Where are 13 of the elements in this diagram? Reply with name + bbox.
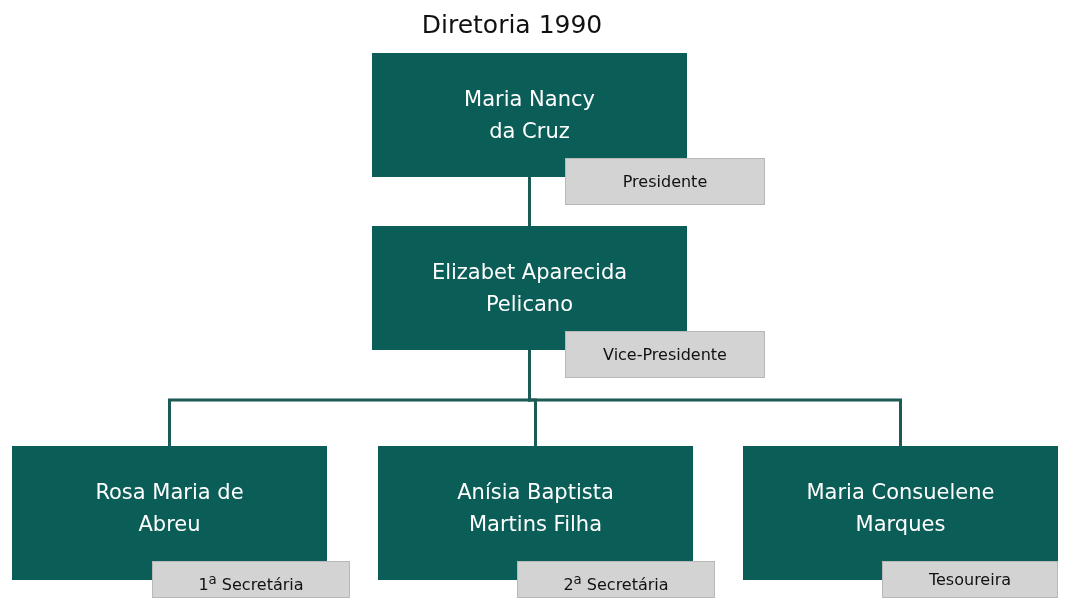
- role-label: 1$^{a}$ Secretária: [152, 561, 350, 598]
- person-name: Anísia Baptista Martins Filha: [456, 479, 615, 538]
- person-name: Maria Consuelene Marques: [805, 479, 996, 538]
- role-label: Tesoureira: [882, 561, 1058, 598]
- person-name: Rosa Maria de Abreu: [94, 479, 245, 538]
- connector-line: [528, 350, 902, 446]
- role-label: Presidente: [565, 158, 765, 205]
- person-name: Maria Nancy da Cruz: [463, 86, 596, 145]
- person-name: Elizabet Aparecida Pelicano: [430, 259, 629, 318]
- connector-line: [528, 177, 531, 226]
- diagram-title: Diretoria 1990: [420, 10, 604, 39]
- role-label: Vice-Presidente: [565, 331, 765, 378]
- role-label: 2$^{a}$ Secretária: [517, 561, 715, 598]
